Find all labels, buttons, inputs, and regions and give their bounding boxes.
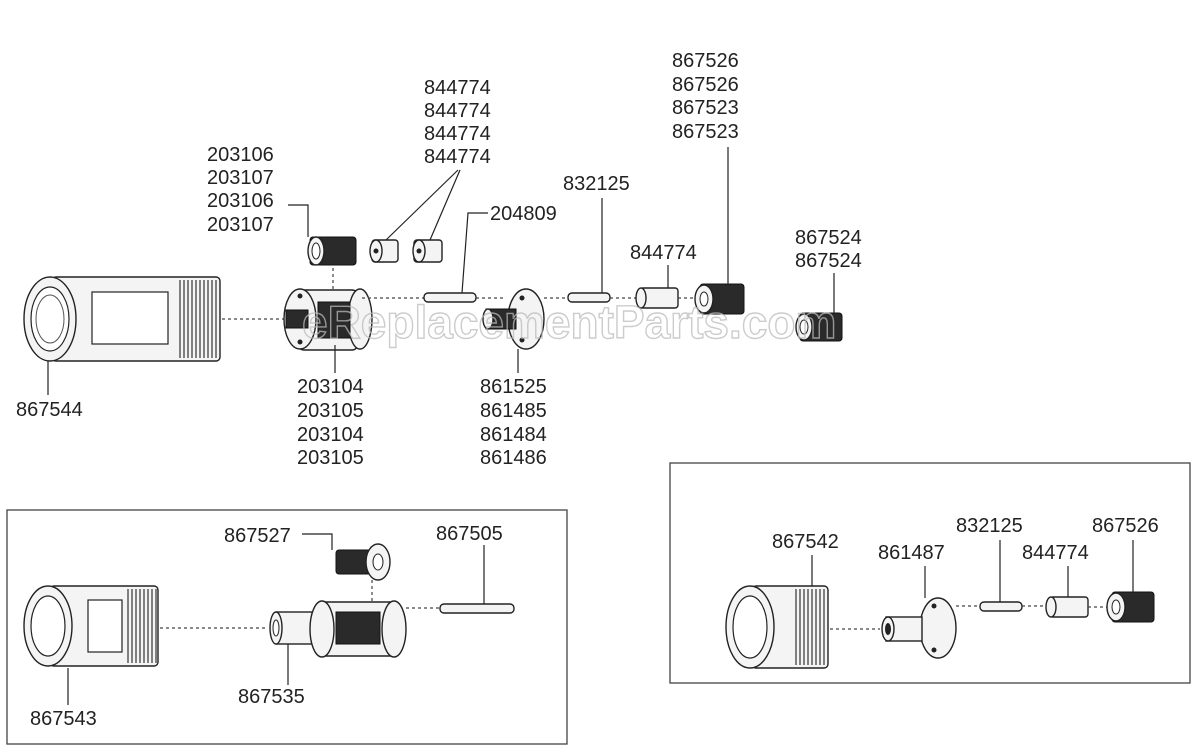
- label-867543: 867543: [30, 708, 97, 730]
- label-867523-1: 867523: [672, 97, 739, 119]
- nut-867526: [694, 283, 745, 315]
- label-867535: 867535: [238, 686, 305, 708]
- label-867524-1: 867524: [795, 227, 862, 249]
- flange-861487: [881, 597, 957, 659]
- label-203104-1: 203104: [297, 376, 364, 398]
- pin-867505: [439, 603, 515, 614]
- label-203107-2: 203107: [207, 214, 274, 236]
- hub-203104: [283, 288, 373, 351]
- label-867524-2: 867524: [795, 250, 862, 272]
- label-867526-2: 867526: [672, 74, 739, 96]
- pin-832125-inset: [979, 601, 1023, 612]
- label-844774-inset: 844774: [1022, 542, 1089, 564]
- label-867526-inset: 867526: [1092, 515, 1159, 537]
- label-203105-1: 203105: [297, 400, 364, 422]
- watermark: eReplacementParts.com: [302, 296, 836, 348]
- nut-867526-inset: [1106, 591, 1155, 623]
- flange-861525: [482, 288, 545, 350]
- housing-867544: [23, 276, 221, 362]
- label-861525: 861525: [480, 376, 547, 398]
- label-861484: 861484: [480, 424, 547, 446]
- label-203104-2: 203104: [297, 424, 364, 446]
- bushing-844774-b: [412, 239, 443, 263]
- inset-right-frame: [669, 462, 1191, 684]
- housing-867542: [725, 585, 829, 669]
- label-867505: 867505: [436, 523, 503, 545]
- label-867527: 867527: [224, 525, 291, 547]
- label-203106-2: 203106: [207, 190, 274, 212]
- label-867544: 867544: [16, 399, 83, 421]
- label-861485: 861485: [480, 400, 547, 422]
- inset-left-frame: [6, 509, 568, 745]
- label-832125: 832125: [563, 173, 630, 195]
- label-867526-1: 867526: [672, 50, 739, 72]
- nut-867524: [795, 312, 843, 342]
- label-867523-2: 867523: [672, 121, 739, 143]
- housing-867543: [23, 585, 159, 667]
- label-844774-bushing: 844774: [630, 242, 697, 264]
- label-844774-4: 844774: [424, 146, 491, 168]
- label-844774-3: 844774: [424, 123, 491, 145]
- cap-867527: [335, 543, 391, 581]
- label-832125-inset: 832125: [956, 515, 1023, 537]
- label-844774-1: 844774: [424, 77, 491, 99]
- bushing-844774-a: [369, 239, 399, 263]
- label-203106-1: 203106: [207, 144, 274, 166]
- shaft-867535: [269, 600, 407, 658]
- label-203107-1: 203107: [207, 167, 274, 189]
- label-844774-2: 844774: [424, 100, 491, 122]
- label-861487: 861487: [878, 542, 945, 564]
- label-204809: 204809: [490, 203, 557, 225]
- bushing-844774-c: [635, 287, 679, 309]
- bushing-844774-inset: [1045, 596, 1089, 618]
- label-203105-2: 203105: [297, 447, 364, 469]
- label-867542: 867542: [772, 531, 839, 553]
- label-861486: 861486: [480, 447, 547, 469]
- sleeve-203106: [307, 236, 357, 266]
